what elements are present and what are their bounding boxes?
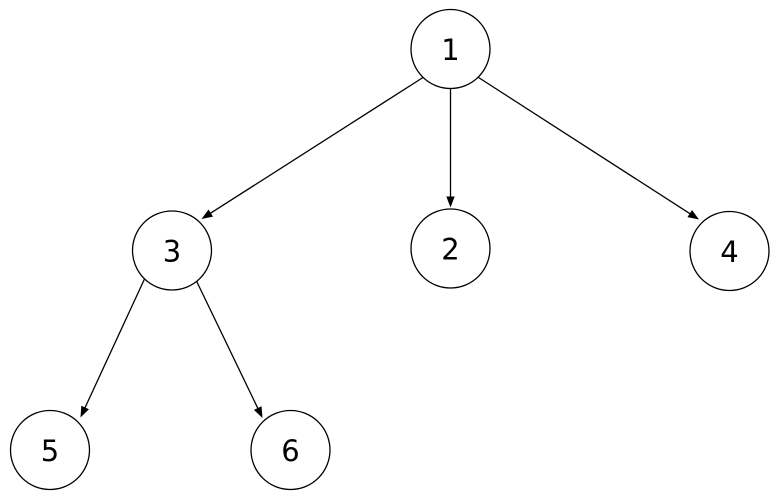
graph-node-2[interactable]: 2 [410, 208, 491, 289]
graph-edge-1-4[interactable] [478, 76, 700, 220]
graph-edge-3-5[interactable] [80, 278, 146, 418]
graph-node-5[interactable]: 5 [9, 409, 91, 491]
arrowhead-icon [253, 406, 263, 418]
graph-edge-1-2[interactable] [446, 88, 455, 208]
node-circle [410, 8, 491, 90]
node-circle [689, 210, 770, 292]
node-circle [250, 409, 331, 491]
graph-node-1[interactable]: 1 [410, 8, 491, 90]
node-circle [9, 409, 91, 491]
graph-edge-1-3[interactable] [201, 76, 424, 220]
graph-node-3[interactable]: 3 [131, 210, 213, 291]
arrowhead-icon [446, 196, 455, 208]
edge-line [478, 76, 692, 215]
arrowhead-icon [80, 405, 89, 418]
graph-edge-3-6[interactable] [195, 279, 263, 418]
edge-line [209, 76, 424, 215]
node-circle [410, 208, 491, 289]
edges-layer [80, 76, 700, 418]
arrowhead-icon [201, 209, 214, 219]
edge-line [195, 279, 260, 410]
graph-node-4[interactable]: 4 [689, 210, 770, 292]
graph-node-6[interactable]: 6 [250, 409, 331, 491]
node-circle [131, 210, 213, 291]
arrowhead-icon [687, 210, 699, 220]
edge-line [83, 278, 146, 410]
nodes-layer: 1 3 2 4 5 6 [9, 8, 770, 491]
